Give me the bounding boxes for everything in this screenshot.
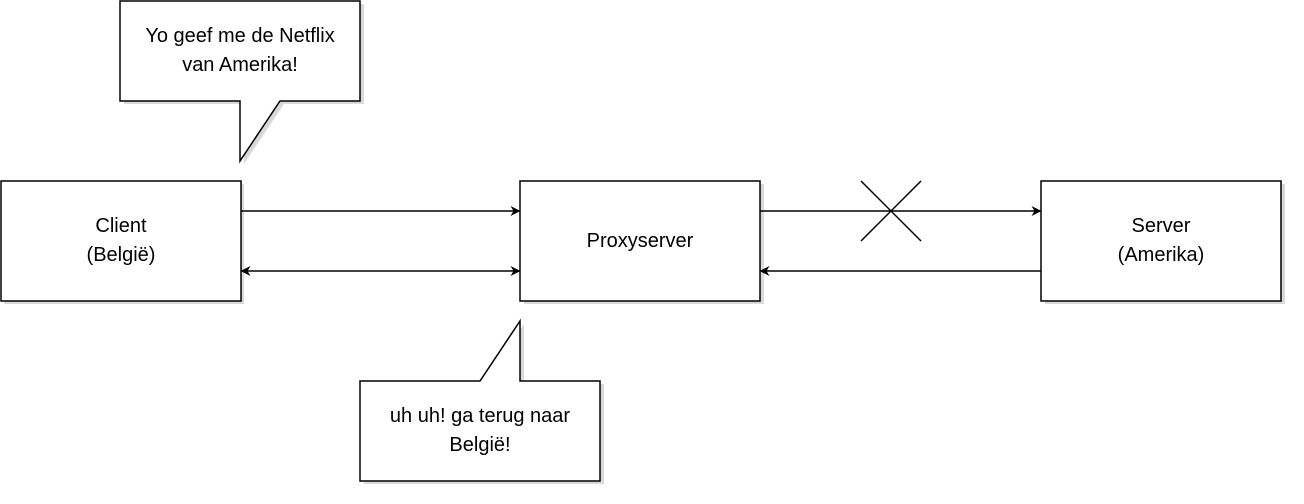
proxyserver-label: Proxyserver bbox=[520, 181, 760, 301]
server-label-name: Server bbox=[1131, 215, 1191, 237]
server-box[interactable] bbox=[1040, 180, 1282, 302]
proxyserver-box[interactable] bbox=[519, 180, 761, 302]
client-speech-bubble[interactable] bbox=[119, 0, 361, 164]
blocked-cross-icon bbox=[860, 180, 922, 242]
proxy-speech-line1: uh uh! ga terug naar bbox=[389, 405, 571, 427]
server-label-country: (Amerika) bbox=[1117, 244, 1205, 266]
client-speech-line1: Yo geef me de Netflix bbox=[145, 25, 335, 47]
client-label-name: Client bbox=[95, 215, 147, 237]
client-speech-line2: van Amerika! bbox=[182, 54, 298, 76]
client-box[interactable] bbox=[0, 180, 242, 302]
proxy-speech-bubble[interactable] bbox=[359, 318, 601, 482]
client-label: Client (België) bbox=[1, 181, 241, 301]
proxy-speech-text: uh uh! ga terug naar België! bbox=[360, 381, 600, 481]
client-label-country: (België) bbox=[86, 244, 156, 266]
proxyserver-label-name: Proxyserver bbox=[586, 229, 694, 252]
client-speech-text: Yo geef me de Netflix van Amerika! bbox=[120, 1, 360, 101]
server-label: Server (Amerika) bbox=[1041, 181, 1281, 301]
proxy-speech-line2: België! bbox=[449, 434, 511, 456]
